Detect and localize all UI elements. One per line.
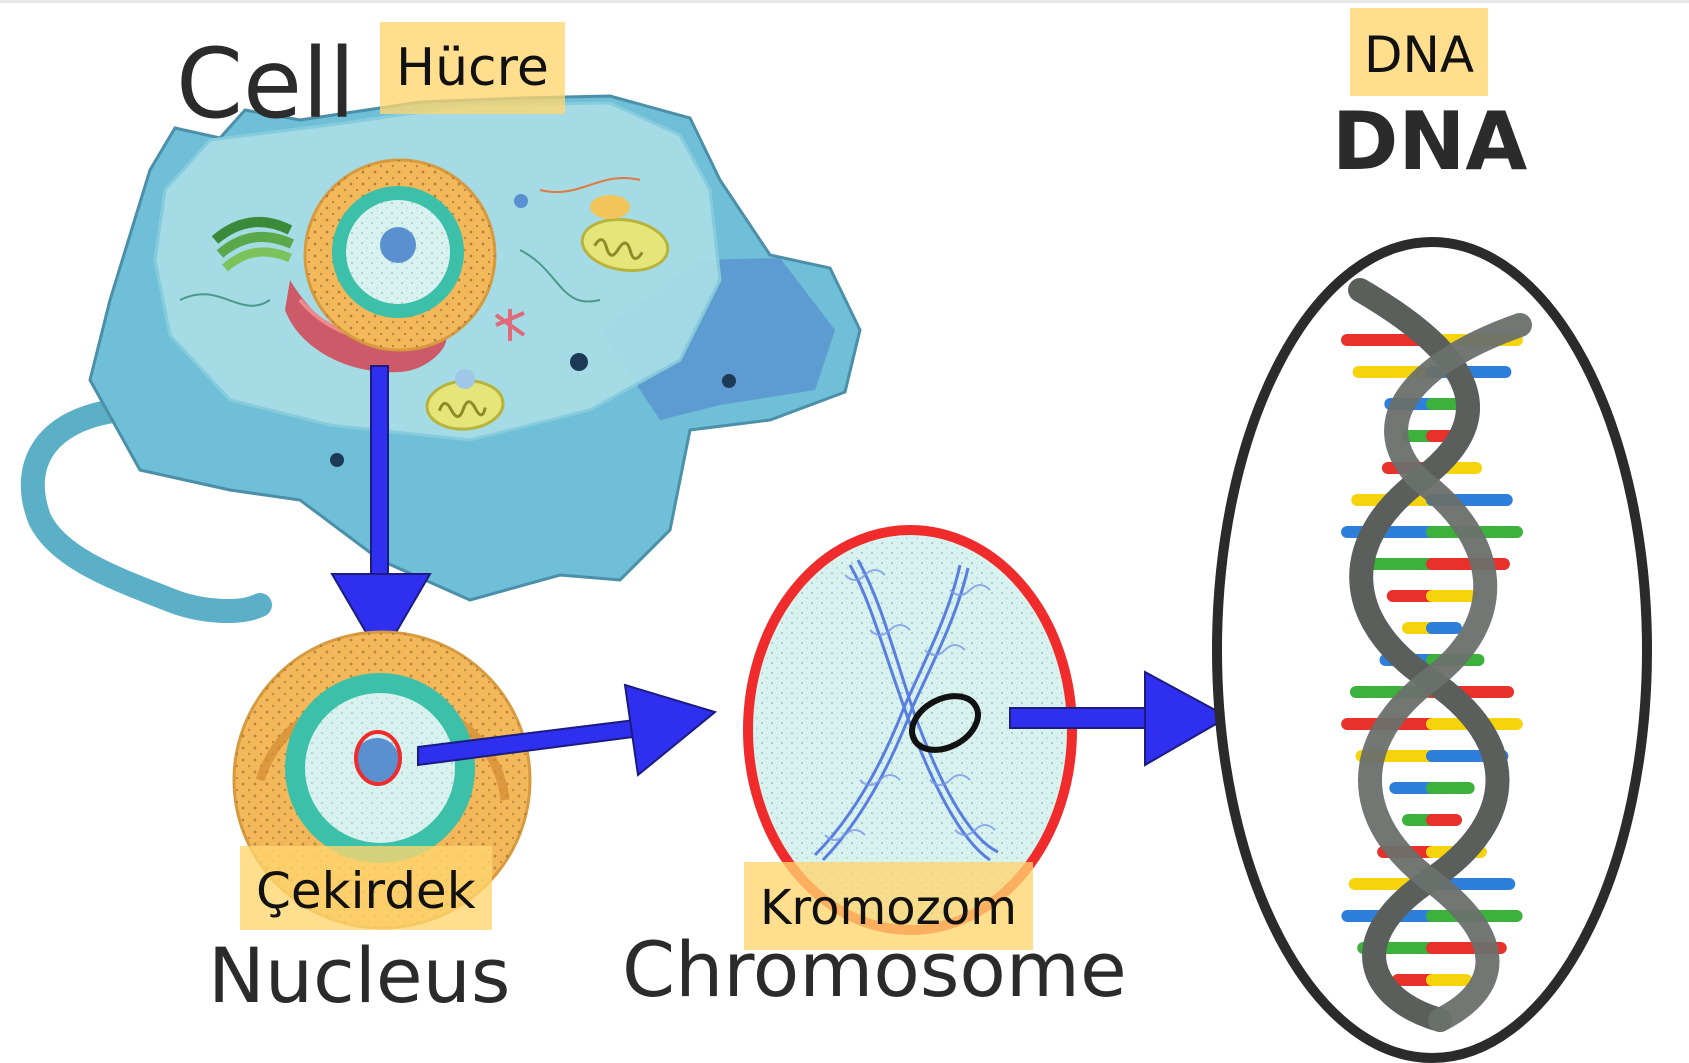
- dna-helix-illustration: [1212, 237, 1652, 1063]
- nucleus-label: Nucleus: [208, 931, 511, 1020]
- chromosome-highlight-ring: [909, 693, 981, 753]
- nucleus-highlight-ring: [354, 730, 402, 786]
- cell-flagellum: [20, 398, 272, 624]
- dna-label: DNA: [1332, 95, 1528, 188]
- cell-label: Cell: [176, 28, 356, 140]
- chromosome-label: Chromosome: [622, 925, 1127, 1014]
- cell-translation: Hücre: [380, 22, 565, 114]
- nucleus-translation: Çekirdek: [240, 846, 492, 930]
- dna-translation: DNA: [1350, 8, 1489, 96]
- chromosome-illustration: [743, 525, 1077, 935]
- arrow-down-icon: [330, 365, 432, 660]
- arrow-right-icon: [1009, 670, 1231, 767]
- top-border: [0, 0, 1689, 3]
- cell-illustration: [20, 94, 862, 624]
- arrow-right-icon: [417, 683, 718, 777]
- chromosome-translation: Kromozom: [744, 862, 1033, 950]
